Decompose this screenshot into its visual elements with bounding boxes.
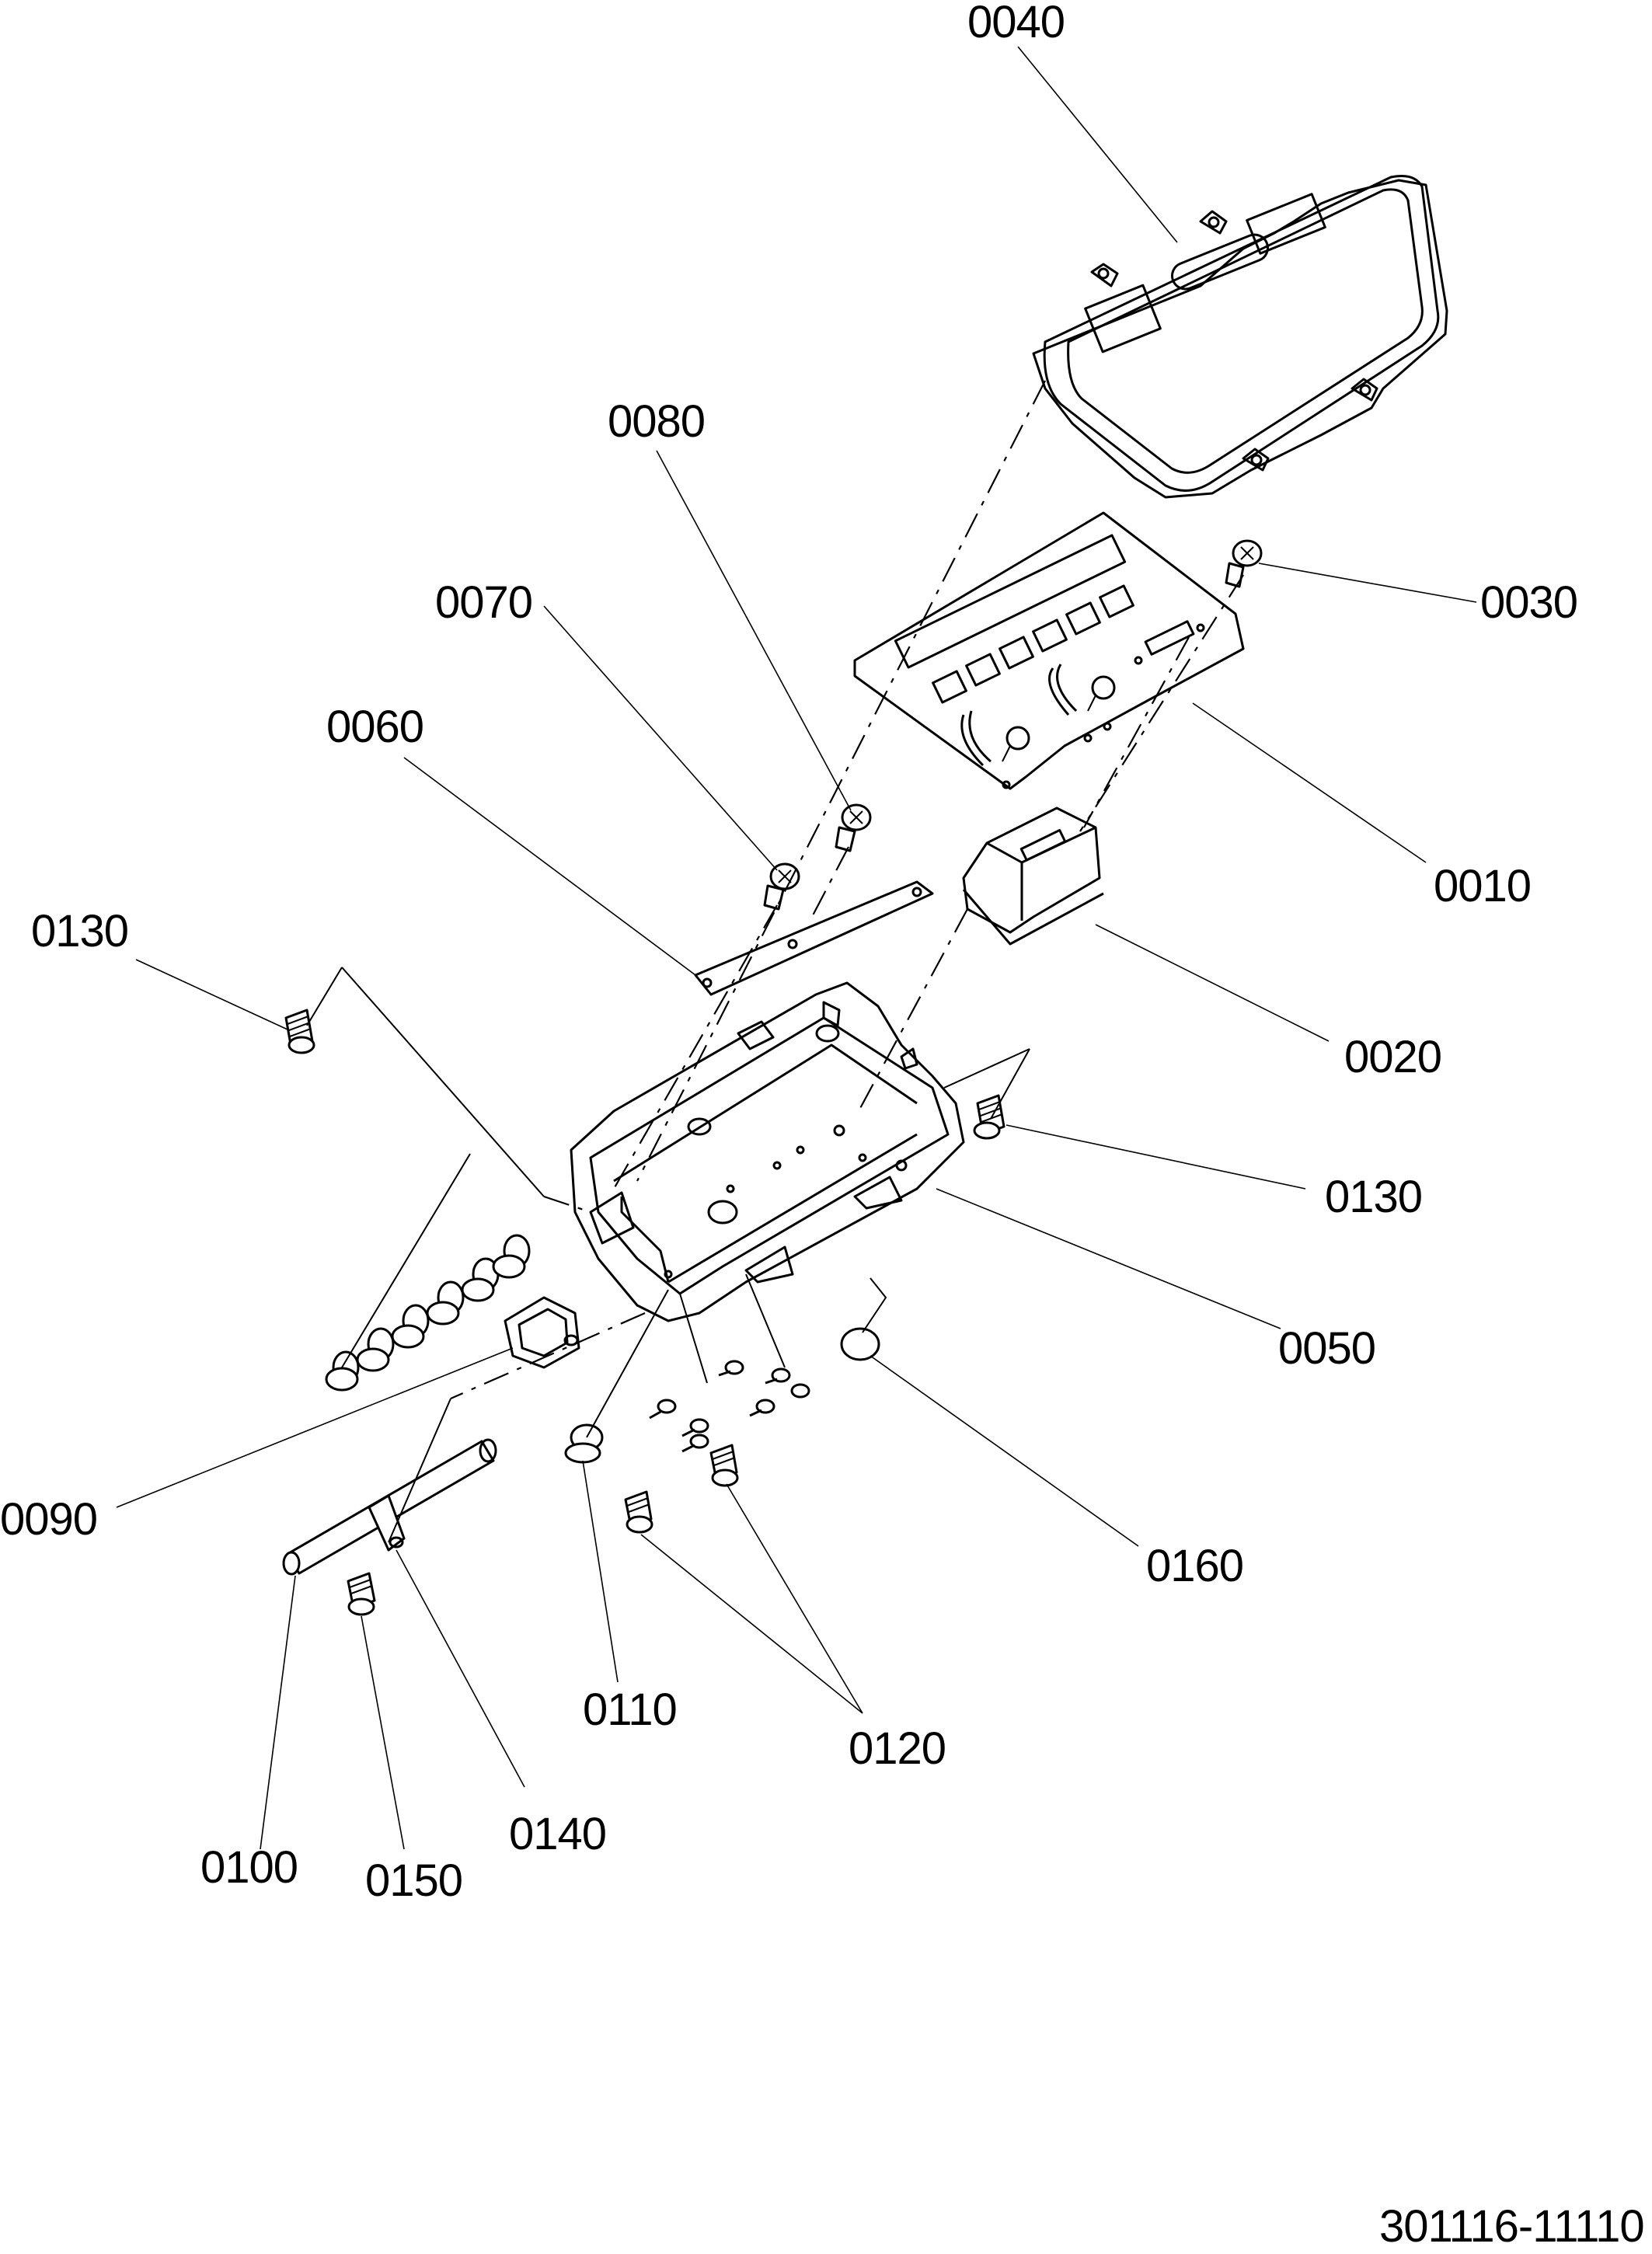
label-0130-upper: 0130 bbox=[31, 906, 128, 956]
part-0160-cap bbox=[840, 1327, 880, 1361]
part-0140-clamp bbox=[368, 1494, 406, 1552]
part-0060-strip bbox=[694, 880, 934, 996]
part-0010-panel bbox=[853, 511, 1245, 790]
assembly-centerlines bbox=[306, 380, 1244, 1543]
label-0100: 0100 bbox=[200, 1842, 298, 1893]
part-0050-box bbox=[570, 981, 965, 1322]
label-0020: 0020 bbox=[1344, 1032, 1441, 1082]
bulb-row bbox=[325, 1234, 531, 1392]
label-0080: 0080 bbox=[608, 396, 705, 447]
part-0120-screws bbox=[624, 1444, 739, 1534]
part-0040-cover bbox=[1032, 175, 1448, 499]
label-0070: 0070 bbox=[435, 577, 532, 628]
label-0150: 0150 bbox=[365, 1855, 462, 1906]
indicator-window-row bbox=[932, 584, 1134, 704]
part-0090-grommet bbox=[504, 1296, 580, 1369]
knob-icon bbox=[1091, 675, 1116, 700]
knob-icon bbox=[1005, 726, 1030, 751]
label-0110: 0110 bbox=[583, 1684, 677, 1735]
part-0110-bulb bbox=[564, 1423, 604, 1464]
part-labels: 0040 0080 0030 0070 0060 0010 0130 0020 … bbox=[0, 0, 1578, 1906]
label-0030: 0030 bbox=[1480, 577, 1577, 628]
label-0090: 0090 bbox=[0, 1494, 97, 1545]
part-0130-screw-left bbox=[284, 1009, 315, 1054]
ring-terminals bbox=[649, 1360, 810, 1453]
drawing-number: 301116-11110 bbox=[1379, 2201, 1644, 2252]
part-0080-screw bbox=[835, 803, 872, 852]
label-0160: 0160 bbox=[1146, 1541, 1243, 1591]
label-0010: 0010 bbox=[1434, 861, 1531, 911]
label-0060: 0060 bbox=[326, 702, 423, 752]
label-0050: 0050 bbox=[1278, 1323, 1375, 1374]
label-0130-right: 0130 bbox=[1325, 1172, 1422, 1222]
label-0120: 0120 bbox=[849, 1723, 946, 1774]
part-0030-screw bbox=[1225, 539, 1263, 588]
part-0130-screw-right bbox=[973, 1094, 1005, 1140]
label-0040: 0040 bbox=[967, 0, 1065, 47]
part-0150-screw bbox=[347, 1572, 376, 1616]
part-0020-relay bbox=[962, 806, 1104, 946]
part-0070-screw bbox=[763, 862, 800, 911]
leader-lines bbox=[116, 46, 1477, 1850]
label-0140: 0140 bbox=[509, 1809, 606, 1859]
